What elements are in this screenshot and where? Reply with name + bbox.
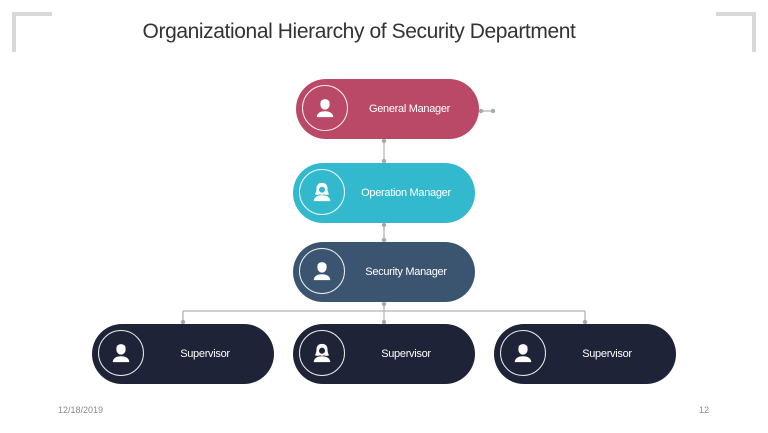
male-person-icon [302,85,348,131]
node-label: Supervisor [582,348,632,360]
node-supervisor: Supervisor [293,324,475,384]
connector-dot [381,222,387,228]
footer-page-number: 12 [699,405,710,415]
node-supervisor: Supervisor [494,324,676,384]
connector-dot [478,108,484,114]
node-supervisor: Supervisor [92,324,274,384]
connector-dot [381,301,387,307]
node-label: Operation Manager [361,187,451,199]
footer-date: 12/18/2019 [58,405,104,415]
connector-dot [381,319,387,325]
male-person-icon [98,330,144,376]
connector-dot [381,158,387,164]
connector-dot [180,319,186,325]
connector-dot [582,319,588,325]
node-operation-manager: Operation Manager [293,163,475,223]
node-label: Security Manager [365,266,447,278]
node-security-manager: Security Manager [293,242,475,302]
female-person-icon [299,169,345,215]
page-title: Organizational Hierarchy of Security Dep… [142,20,576,43]
corner-bracket-top-left [12,12,52,52]
node-label: General Manager [368,103,451,115]
female-person-icon [299,330,345,376]
node-general-manager: General Manager [296,79,479,139]
connector-dot [381,138,387,144]
corner-bracket-top-right [716,12,756,52]
node-label: Supervisor [381,348,431,360]
male-person-icon [299,248,345,294]
node-label: Supervisor [180,348,230,360]
connector-dot [381,237,387,243]
connector-dot [490,108,496,114]
male-person-icon [500,330,546,376]
